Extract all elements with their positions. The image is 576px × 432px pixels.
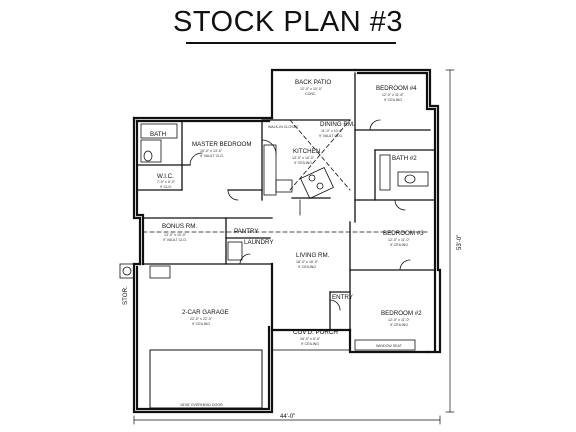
room-living: LIVING RM. xyxy=(296,252,330,259)
interior-walls xyxy=(136,72,436,331)
title-underline xyxy=(186,42,396,44)
room-bath-2: BATH #2 xyxy=(392,155,417,162)
dimension-width: 44'-0" xyxy=(280,414,295,420)
label-overhead-door: 18'X8' OVERHEAD DOOR xyxy=(180,403,223,407)
room-bedroom-3-note: 9' CEILING xyxy=(390,243,408,247)
room-laundry: LAUNDRY xyxy=(244,239,273,246)
room-back-patio: BACK PATIO xyxy=(295,79,331,86)
room-living-size: 18'-0" x 16'-0" xyxy=(296,260,319,264)
fixtures xyxy=(119,123,429,351)
room-master-bedroom-note: 9' VAULT CLG. xyxy=(200,154,224,158)
room-bonus: BONUS RM. xyxy=(162,223,197,230)
room-back-patio-note: CONC. xyxy=(305,92,317,96)
room-master-bedroom: MASTER BEDROOM xyxy=(192,141,251,148)
room-bath: BATH xyxy=(150,131,166,138)
label-walk-in-closet: WALK-IN CLOSET xyxy=(268,125,299,129)
room-dining-size: 11'-0" x 10'-0" xyxy=(321,129,344,133)
ceiling-lines xyxy=(142,119,431,233)
label-storage: STOR. xyxy=(122,286,129,305)
room-wic-note: 9' CLG. xyxy=(160,185,172,189)
room-wic-size: 7'-0" x 6'-0" xyxy=(157,180,176,184)
room-bedroom-4-size: 12'-0" x 11'-8" xyxy=(382,93,405,97)
room-covd-porch-size: 16'-0" x 6'-0" xyxy=(300,337,321,341)
room-back-patio-size: 12'-0" x 10'-0" xyxy=(300,87,323,91)
room-bedroom-3-size: 12'-0" x 11'-0" xyxy=(388,238,411,242)
room-dining: DINING RM. xyxy=(320,121,355,128)
room-bedroom-3: BEDROOM #3 xyxy=(383,230,424,237)
room-bedroom-2-note: 9' CEILING xyxy=(390,323,408,327)
label-window-seat: WINDOW SEAT xyxy=(376,344,403,348)
room-bedroom-2: BEDROOM #2 xyxy=(381,310,422,317)
room-garage-note: 9' CEILING xyxy=(192,322,210,326)
room-bonus-size: 13'-0" x 10'-0" xyxy=(164,233,187,237)
room-bedroom-2-size: 12'-0" x 11'-0" xyxy=(388,318,411,322)
room-bedroom-4: BEDROOM #4 xyxy=(376,85,417,92)
room-living-note: 9' CEILING xyxy=(298,265,316,269)
page-title-text: STOCK PLAN #3 xyxy=(172,6,403,38)
room-garage: 2-CAR GARAGE xyxy=(182,309,229,316)
room-dining-note: 9' VAULT CLG. xyxy=(319,134,343,138)
room-wic: W.I.C. xyxy=(157,173,174,180)
room-pantry: PANTRY xyxy=(234,228,259,235)
room-covd-porch: COV'D. PORCH xyxy=(293,329,338,336)
room-entry: ENTRY xyxy=(332,294,353,301)
dimension-lines xyxy=(133,69,455,425)
dimension-depth: 53'-0" xyxy=(457,235,463,250)
room-bonus-note: 9' VAULT CLG. xyxy=(163,238,187,242)
room-kitchen-note: 9' CEILING xyxy=(294,161,312,165)
room-bedroom-4-note: 9' CEILING xyxy=(384,98,402,102)
room-master-bedroom-size: 15'-0" x 13'-0" xyxy=(200,149,223,153)
room-covd-porch-note: 9' CEILING xyxy=(301,342,319,346)
room-kitchen-size: 13'-0" x 10'-0" xyxy=(292,156,315,160)
room-kitchen: KITCHEN xyxy=(293,148,320,155)
garage-door xyxy=(149,349,263,409)
page-title: STOCK PLAN #3 xyxy=(0,6,576,44)
room-labels: BACK PATIO 12'-0" x 10'-0" CONC. BEDROOM… xyxy=(122,79,463,420)
room-garage-size: 22'-0" x 22'-0" xyxy=(190,317,213,321)
